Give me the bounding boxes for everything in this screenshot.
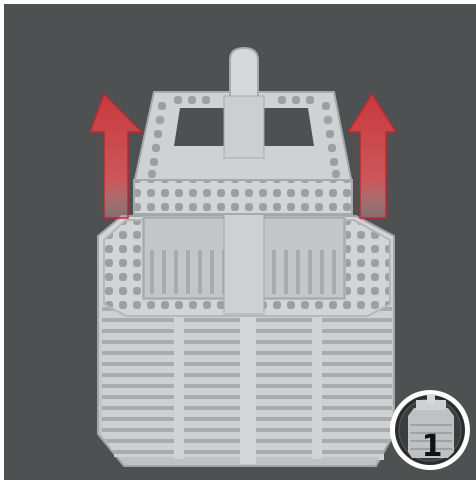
step-number: 1 [422, 429, 443, 464]
illustration-canvas: 1 [4, 4, 476, 480]
step-badge-icon: 1 [390, 390, 470, 470]
